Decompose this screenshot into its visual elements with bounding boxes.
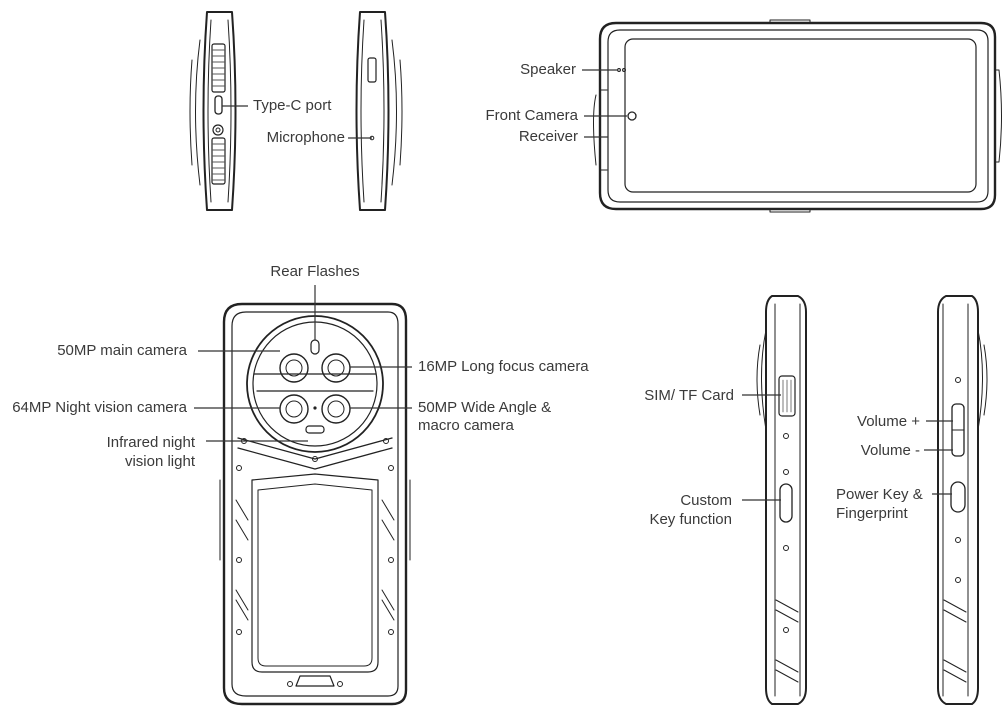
label-volume-down: Volume -	[860, 442, 920, 459]
label-front-camera: Front Camera	[485, 107, 578, 124]
label-wide-angle-line1: 50MP Wide Angle &	[418, 399, 552, 416]
phone-bottom-edge-view	[189, 11, 237, 211]
label-custom-key-line1: Custom	[680, 492, 732, 509]
label-rear-flashes: Rear Flashes	[270, 263, 360, 280]
label-long-focus-camera: 16MP Long focus camera	[418, 358, 589, 375]
phone-back-view	[219, 302, 411, 706]
label-main-camera: 50MP main camera	[57, 342, 187, 359]
callout-lines	[194, 69, 953, 501]
label-custom-key-line2: Key function	[649, 511, 732, 528]
phone-right-side-view	[937, 295, 988, 705]
phone-top-edge-view	[355, 11, 403, 211]
label-power-key-line2: Fingerprint	[836, 505, 908, 522]
label-infrared-line2: vision light	[124, 453, 195, 470]
label-night-vision-camera: 64MP Night vision camera	[12, 399, 187, 416]
label-volume-up: Volume +	[857, 413, 920, 430]
label-speaker: Speaker	[520, 61, 576, 78]
label-microphone: Microphone	[266, 129, 345, 146]
label-wide-angle-line2: macro camera	[418, 417, 514, 434]
label-receiver: Receiver	[518, 128, 578, 145]
label-sim-tf-card: SIM/ TF Card	[644, 387, 734, 404]
phone-front-view	[593, 19, 1002, 213]
label-type-c-port: Type-C port	[253, 97, 332, 114]
label-infrared-line1: Infrared night	[106, 434, 195, 451]
label-power-key-line1: Power Key &	[836, 486, 923, 503]
